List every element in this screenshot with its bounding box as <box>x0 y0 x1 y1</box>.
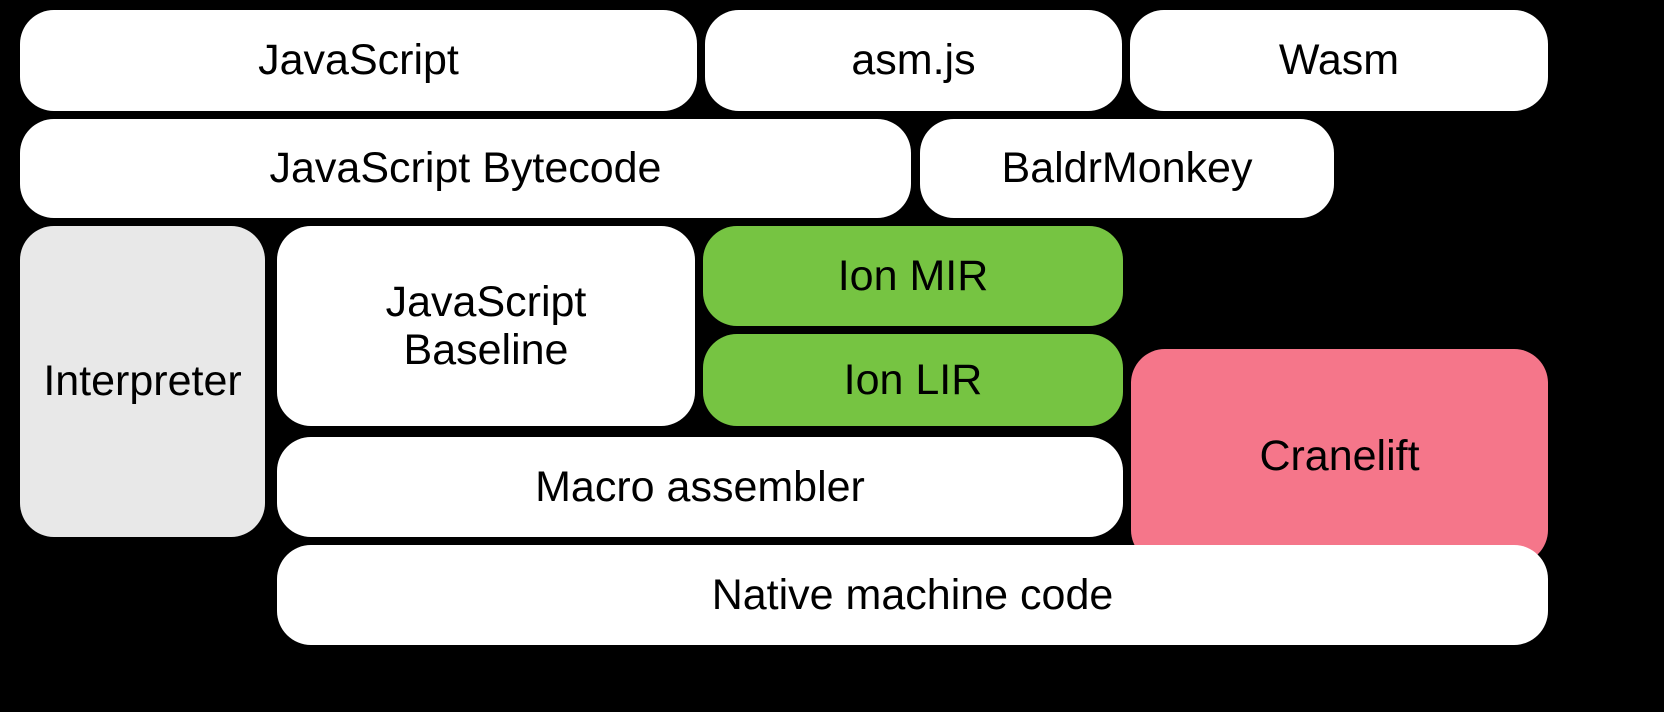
node-native-machine-code: Native machine code <box>277 545 1548 645</box>
node-javascript-baseline: JavaScript Baseline <box>277 226 695 426</box>
node-asmjs: asm.js <box>705 10 1122 111</box>
node-ion-lir: Ion LIR <box>703 334 1123 426</box>
node-javascript: JavaScript <box>20 10 697 111</box>
node-ion-mir: Ion MIR <box>703 226 1123 326</box>
node-javascript-bytecode: JavaScript Bytecode <box>20 119 911 218</box>
node-wasm: Wasm <box>1130 10 1548 111</box>
node-macro-assembler: Macro assembler <box>277 437 1123 537</box>
node-interpreter: Interpreter <box>20 226 265 537</box>
node-cranelift: Cranelift <box>1131 349 1548 564</box>
node-baldrmonkey: BaldrMonkey <box>920 119 1334 218</box>
